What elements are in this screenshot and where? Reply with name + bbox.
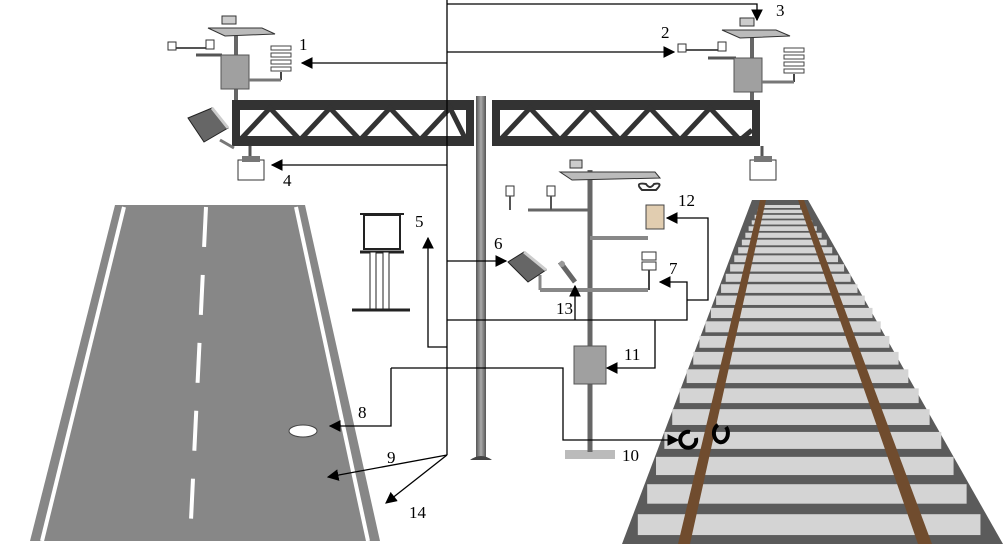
- label-3: 3: [776, 1, 785, 20]
- rail-sleeper: [741, 239, 827, 246]
- anemometer-icon: [677, 41, 736, 60]
- rail-sleeper: [705, 321, 881, 333]
- rail-sleeper: [716, 295, 865, 305]
- control-cabinet-icon: [573, 345, 607, 385]
- radiation-shield-icon: [783, 47, 805, 82]
- road-sensor-icon: [749, 146, 777, 181]
- rail-sleeper: [760, 205, 800, 208]
- rail-sleeper: [693, 351, 899, 365]
- weather-station-left: [167, 15, 292, 100]
- road-camera-icon: [507, 250, 547, 283]
- rail-sleeper: [725, 273, 851, 282]
- label-14: 14: [409, 503, 427, 522]
- roadside-station: [505, 159, 665, 459]
- precipitation-sensor-icon: [558, 260, 577, 284]
- label-5: 5: [415, 212, 424, 231]
- rail-sleeper: [757, 209, 804, 214]
- rail-sleeper: [710, 307, 873, 319]
- rail-sleeper: [738, 247, 833, 254]
- label-6: 6: [494, 234, 503, 253]
- label-13: 13: [556, 299, 573, 318]
- road-camera-icon: [187, 107, 235, 150]
- rail-sleeper: [730, 264, 845, 272]
- rail-sleeper: [751, 220, 813, 225]
- railway-track: [622, 200, 1003, 544]
- precipitation-sensor-icon: [641, 251, 657, 290]
- label-11: 11: [624, 345, 640, 364]
- rail-sleeper: [748, 226, 817, 231]
- label-12: 12: [678, 191, 695, 210]
- rail-sleeper: [699, 335, 890, 348]
- radiation-shield-icon: [270, 45, 292, 80]
- weather-station-right: [677, 17, 805, 100]
- gantry-truss: [232, 100, 760, 146]
- rail-sleeper: [656, 456, 954, 476]
- control-cabinet-icon: [220, 54, 250, 90]
- label-7: 7: [669, 259, 678, 278]
- leader-lines: [270, 0, 763, 504]
- rail-sensor: [678, 423, 730, 450]
- rail-sleeper: [664, 431, 942, 449]
- road-sensor-icon: [237, 146, 265, 181]
- label-9: 9: [387, 448, 396, 467]
- road-surface-sensor: [288, 424, 318, 438]
- display-board-icon: [352, 213, 410, 312]
- label-10: 10: [622, 446, 639, 465]
- rail-sleeper: [734, 255, 839, 263]
- label-1: 1: [299, 35, 308, 54]
- rail-sleeper: [754, 214, 808, 219]
- rail-sleeper: [647, 484, 967, 504]
- label-4: 4: [283, 171, 292, 190]
- rail-sleeper: [679, 388, 919, 404]
- rail-sleeper: [672, 409, 930, 425]
- rail-sleeper: [686, 369, 909, 384]
- rail-sleeper: [721, 284, 858, 293]
- rail-sleeper: [637, 514, 981, 536]
- road: [30, 205, 380, 542]
- control-cabinet-icon: [733, 57, 763, 93]
- anemometer-icon: [167, 39, 222, 57]
- label-8: 8: [358, 403, 367, 422]
- label-2: 2: [661, 23, 670, 42]
- visibility-sensor-icon: [637, 182, 665, 230]
- rail-sleeper: [745, 232, 822, 238]
- central-pole: [476, 96, 486, 458]
